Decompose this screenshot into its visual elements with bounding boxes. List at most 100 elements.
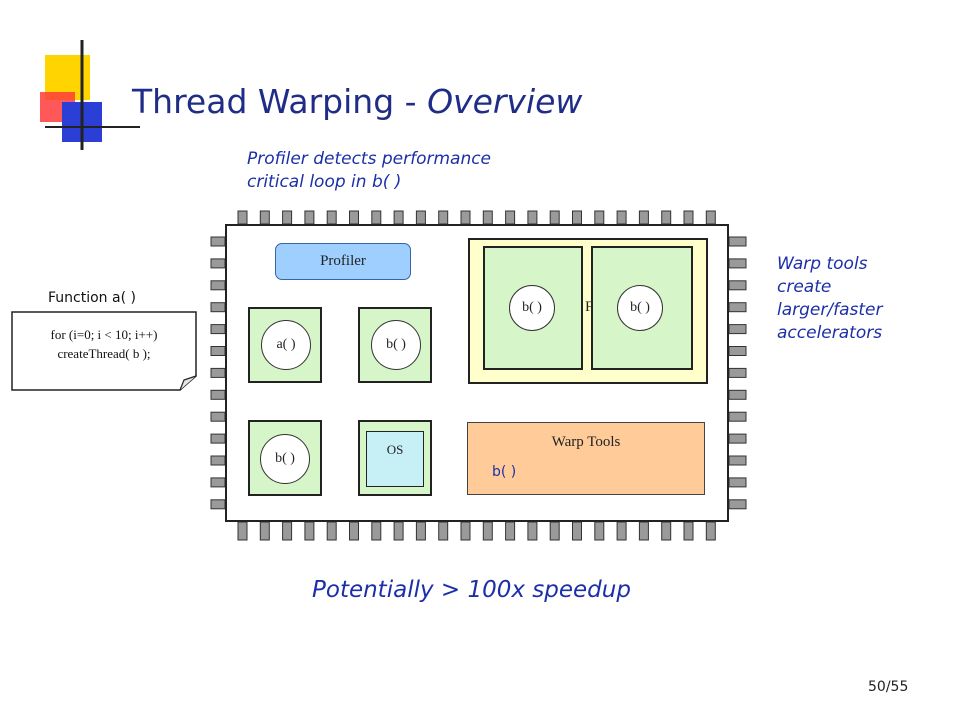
warp-note-line-1: Warp tools bbox=[777, 254, 868, 274]
chip-pin-bottom bbox=[304, 521, 315, 541]
chip-pin-top bbox=[482, 210, 493, 225]
warp-note-line-4: accelerators bbox=[777, 323, 883, 343]
chip-pin-left bbox=[210, 389, 226, 400]
warp-tools-block bbox=[467, 422, 705, 495]
function-label: Function a( ) bbox=[48, 290, 136, 306]
warp-tools-label: Warp Tools bbox=[551, 434, 621, 450]
chip-pin-right bbox=[728, 324, 747, 335]
profiler-block: Profiler bbox=[275, 243, 411, 280]
chip-pin-top bbox=[638, 210, 649, 225]
chip-pin-bottom bbox=[661, 521, 672, 541]
chip-pin-bottom bbox=[594, 521, 605, 541]
warp-tools-content: b( ) bbox=[492, 464, 517, 480]
chip-pin-left bbox=[210, 455, 226, 466]
chip-pin-left bbox=[210, 346, 226, 356]
core-a-thread: a( ) bbox=[261, 320, 311, 370]
chip-pin-bottom bbox=[460, 521, 471, 541]
chip-pin-right bbox=[728, 302, 747, 313]
chip-pin-bottom bbox=[549, 521, 560, 541]
speedup-note: Potentially > 100x speedup bbox=[312, 577, 631, 603]
chip-pin-bottom bbox=[438, 521, 449, 541]
profiler-note-line-2: critical loop in b( ) bbox=[247, 172, 402, 192]
slide-title: Thread Warping - Overview bbox=[132, 82, 582, 121]
chip-pin-top bbox=[438, 210, 449, 225]
chip-pin-top bbox=[371, 210, 382, 225]
chip-pin-bottom bbox=[326, 521, 337, 541]
chip-pin-top bbox=[259, 210, 270, 225]
chip-pin-left bbox=[210, 280, 226, 291]
code-line-1: for (i=0; i < 10; i++) bbox=[50, 327, 158, 342]
chip-pin-top bbox=[661, 210, 672, 225]
chip-pin-right bbox=[728, 455, 747, 466]
chip-pin-top bbox=[304, 210, 315, 225]
warp-note: Warp tools create larger/faster accelera… bbox=[777, 253, 917, 345]
chip-pin-top bbox=[460, 210, 471, 225]
profiler-note-line-1: Profiler detects performance bbox=[247, 149, 492, 169]
code-card bbox=[11, 311, 197, 391]
chip-pin-right bbox=[728, 367, 747, 378]
chip-pin-bottom bbox=[282, 521, 293, 541]
chip-pin-bottom bbox=[638, 521, 649, 541]
chip-pin-right bbox=[728, 389, 747, 400]
chip-pin-top bbox=[505, 210, 516, 225]
accelerator-1 bbox=[483, 246, 583, 370]
chip-pin-right bbox=[728, 258, 747, 269]
title-main: Thread Warping - bbox=[132, 82, 428, 121]
chip-pin-right bbox=[728, 411, 747, 422]
chip-pin-left bbox=[210, 324, 226, 335]
chip-pin-left bbox=[210, 477, 226, 488]
code-line-2: createThread( b ); bbox=[57, 346, 151, 361]
chip-pin-right bbox=[728, 236, 747, 247]
chip-pin-bottom bbox=[683, 521, 694, 541]
chip-pin-top bbox=[282, 210, 293, 225]
fpga-label: F bbox=[585, 299, 594, 315]
chip-pin-bottom bbox=[505, 521, 516, 541]
chip-pin-right bbox=[728, 280, 747, 291]
chip-pin-left bbox=[210, 302, 226, 313]
warp-note-line-2: create bbox=[777, 277, 832, 297]
chip-pin-left bbox=[210, 499, 226, 510]
chip-pin-bottom bbox=[616, 521, 627, 541]
chip-pin-bottom bbox=[237, 521, 248, 541]
chip-pin-bottom bbox=[572, 521, 582, 541]
chip-pin-right bbox=[728, 346, 747, 356]
chip-pin-bottom bbox=[482, 521, 493, 541]
chip-pin-left bbox=[210, 411, 226, 422]
chip-pin-top bbox=[393, 210, 404, 225]
chip-pin-left bbox=[210, 236, 226, 247]
chip-pin-top bbox=[572, 210, 582, 225]
chip-pin-bottom bbox=[349, 521, 359, 541]
chip-pin-top bbox=[549, 210, 560, 225]
chip-pin-bottom bbox=[393, 521, 404, 541]
chip-pin-top bbox=[594, 210, 605, 225]
chip-pin-top bbox=[237, 210, 248, 225]
os-block: OS bbox=[366, 431, 424, 487]
chip-pin-top bbox=[349, 210, 359, 225]
chip-pin-right bbox=[728, 477, 747, 488]
core-b-2-thread: b( ) bbox=[260, 434, 310, 484]
code-snippet: for (i=0; i < 10; i++) createThread( b )… bbox=[14, 325, 194, 363]
chip-pin-bottom bbox=[259, 521, 270, 541]
chip-pin-left bbox=[210, 258, 226, 269]
chip-pin-top bbox=[415, 210, 426, 225]
chip-pin-left bbox=[210, 433, 226, 444]
slide-logo-icon bbox=[40, 40, 140, 150]
chip-pin-bottom bbox=[527, 521, 538, 541]
page-number: 50/55 bbox=[868, 679, 909, 695]
accelerator-1-thread: b( ) bbox=[509, 285, 555, 331]
accelerator-2-thread: b( ) bbox=[617, 285, 663, 331]
chip-pin-top bbox=[527, 210, 538, 225]
chip-pin-top bbox=[705, 210, 716, 225]
chip-pin-right bbox=[728, 499, 747, 510]
chip-pin-bottom bbox=[415, 521, 426, 541]
title-emphasis: Overview bbox=[427, 82, 583, 121]
chip-pin-top bbox=[326, 210, 337, 225]
chip-pin-top bbox=[616, 210, 627, 225]
chip-pin-bottom bbox=[371, 521, 382, 541]
chip-pin-top bbox=[683, 210, 694, 225]
chip-pin-right bbox=[728, 433, 747, 444]
core-b-1-thread: b( ) bbox=[371, 320, 421, 370]
warp-note-line-3: larger/faster bbox=[777, 300, 883, 320]
profiler-note: Profiler detects performance critical lo… bbox=[247, 148, 567, 194]
chip-pin-bottom bbox=[705, 521, 716, 541]
